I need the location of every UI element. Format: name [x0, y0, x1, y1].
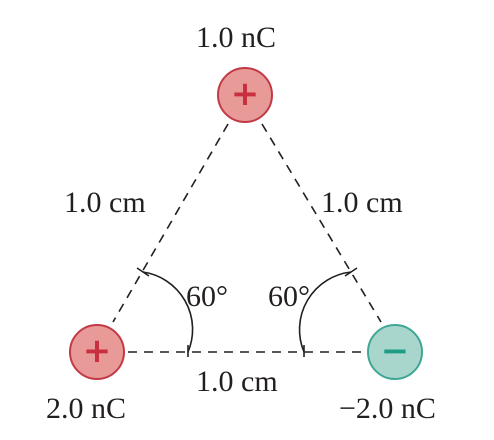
bottom-side-length-label: 1.0 cm: [196, 365, 278, 398]
right-angle-label: 60°: [268, 280, 310, 313]
left-angle-arc-tick: [136, 267, 150, 277]
top-charge-sign: +: [230, 74, 260, 114]
right-charge-circle: [367, 324, 423, 380]
left-charge-circle: [69, 324, 125, 380]
left-side-length-label: 1.0 cm: [64, 186, 146, 219]
right-angle-arc: [298, 271, 352, 353]
left-angle-arc: [142, 271, 194, 353]
bottom-right-charge-label: −2.0 nC: [339, 392, 436, 425]
right-side-length-label: 1.0 cm: [321, 186, 403, 219]
right-angle-arc-tick: [344, 267, 358, 277]
left-side-dashed-line: [112, 123, 229, 323]
right-charge-sign: −: [380, 331, 410, 371]
left-charge-sign: +: [82, 331, 112, 371]
right-side-dashed-line: [261, 123, 382, 323]
top-charge-circle: [217, 67, 273, 123]
top-charge-label: 1.0 nC: [196, 21, 277, 54]
bottom-left-charge-label: 2.0 nC: [46, 392, 127, 425]
left-angle-label: 60°: [186, 280, 228, 313]
